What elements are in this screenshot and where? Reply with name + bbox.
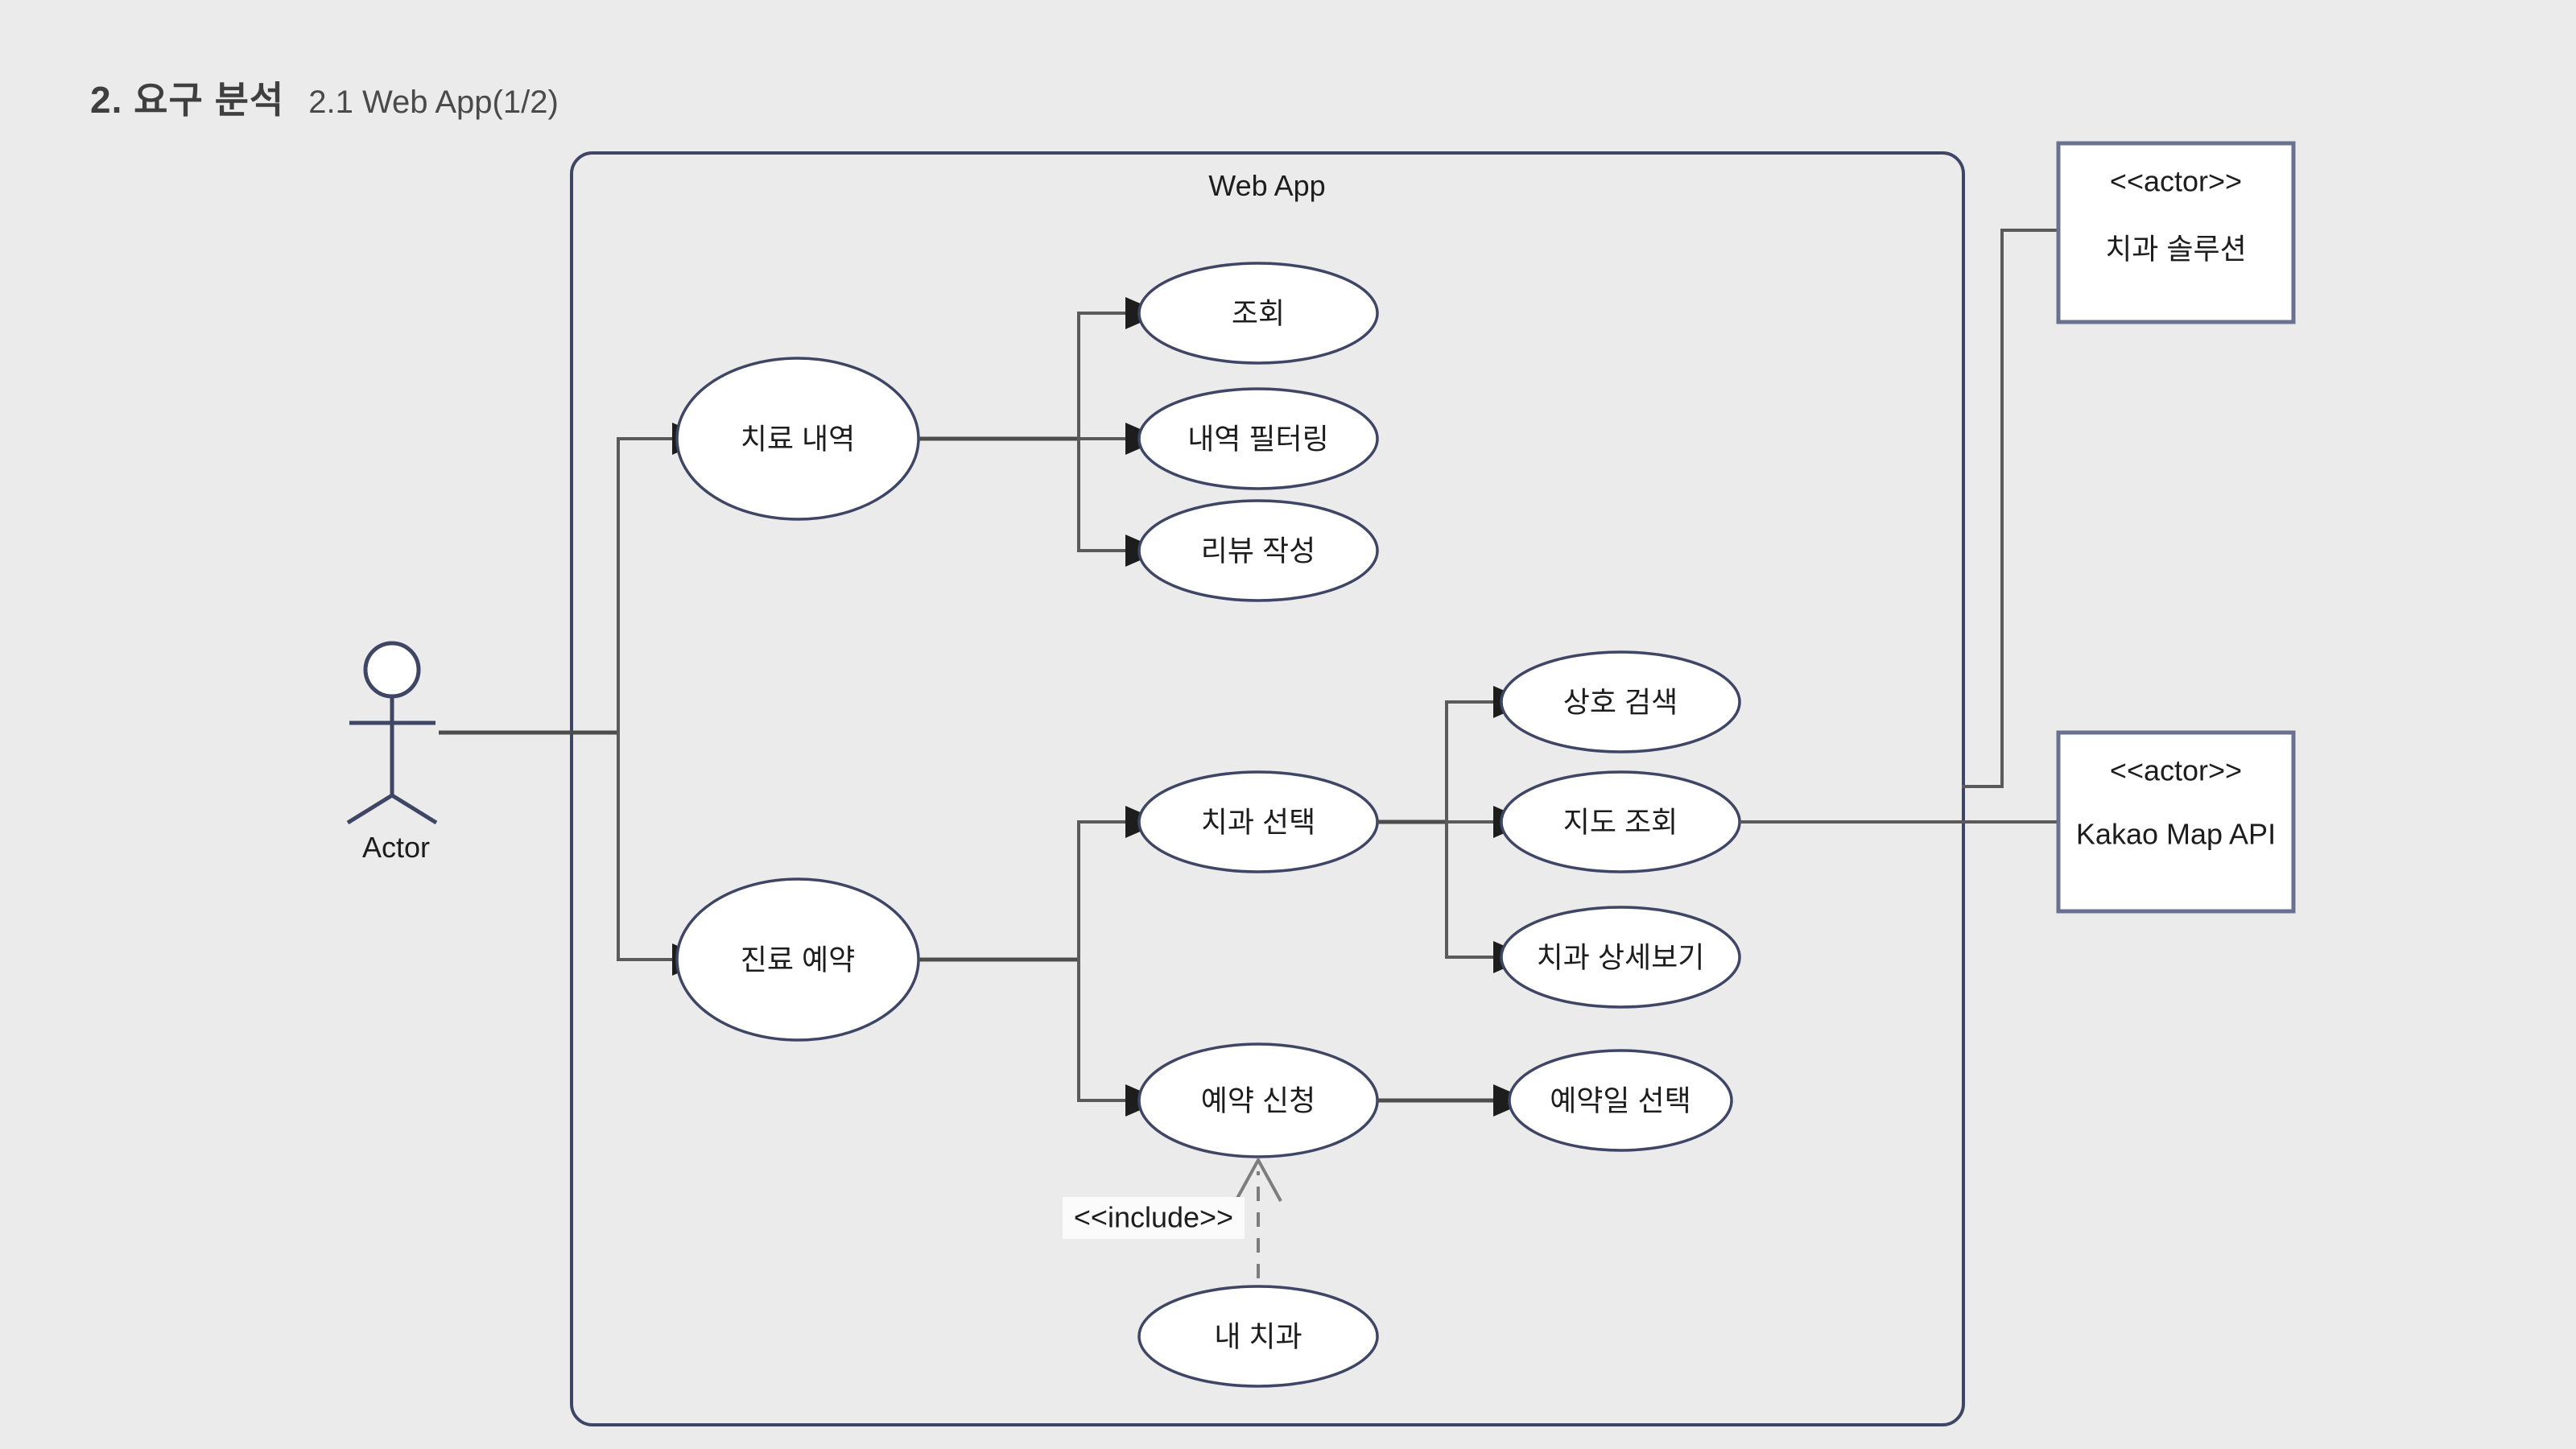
use-case-request-booking[interactable]: 예약 신청: [1137, 1042, 1379, 1158]
use-case-ellipse: [1137, 499, 1379, 602]
use-case-pick-date[interactable]: 예약일 선택: [1508, 1049, 1733, 1152]
use-case-label: 예약 신청: [1201, 1084, 1315, 1117]
link-booking-to-pick-date: [1377, 1084, 1530, 1117]
use-case-label: 내역 필터링: [1187, 423, 1329, 456]
section-title: 2. 요구 분석: [90, 79, 285, 121]
use-case-ellipse: [1500, 650, 1741, 753]
use-case-search-name[interactable]: 상호 검색: [1500, 650, 1741, 753]
link-to-search-name: [1445, 700, 1493, 822]
actor-caption: Actor: [362, 831, 430, 864]
actor-name: Kakao Map API: [2076, 818, 2276, 851]
external-actor-dental-solution[interactable]: <<actor>> 치과 솔루션: [2056, 141, 2296, 324]
use-case-treatment-history[interactable]: 치료 내역: [675, 357, 920, 521]
use-case-ellipse: [1500, 906, 1741, 1009]
system-boundary-title: Web App: [1208, 169, 1325, 202]
link-to-lookup: [1077, 312, 1125, 439]
include-label-background: [1063, 1197, 1245, 1239]
use-case-ellipse: [1137, 262, 1379, 365]
use-case-write-review[interactable]: 리뷰 작성: [1137, 499, 1379, 602]
include-open-arrowhead: [1234, 1156, 1282, 1202]
external-actor-kakao-map-api[interactable]: <<actor>> Kakao Map API: [2056, 730, 2296, 914]
link-actor-to-reservation: [617, 733, 672, 961]
system-boundary: [570, 151, 1965, 1426]
use-case-ellipse: [1137, 387, 1379, 490]
link-actor-to-treatment-history: [617, 437, 672, 733]
slide-heading: 2. 요구 분석 2.1 Web App(1/2): [90, 71, 559, 124]
use-case-label: 예약일 선택: [1550, 1084, 1691, 1117]
use-case-label: 치과 선택: [1201, 806, 1315, 839]
actor-head-icon: [363, 641, 421, 699]
treatment-history-branch-links: [919, 297, 1162, 567]
use-case-label: 치료 내역: [741, 423, 855, 456]
subsection-title: 2.1 Web App(1/2): [308, 85, 559, 120]
use-case-filter-history[interactable]: 내역 필터링: [1137, 387, 1379, 490]
link-to-request-booking: [1077, 960, 1125, 1102]
include-relationship: <<include>>: [1063, 1156, 1282, 1304]
use-case-label: 지도 조회: [1563, 806, 1678, 839]
actor-stereotype: <<actor>>: [2110, 165, 2242, 198]
include-label: <<include>>: [1074, 1201, 1233, 1234]
actor-leg-right-icon: [390, 793, 438, 825]
actor-box: [2056, 141, 2296, 324]
actor-association-links: [439, 423, 709, 976]
actor-stereotype: <<actor>>: [2110, 754, 2242, 787]
use-case-label: 치과 상세보기: [1537, 941, 1705, 974]
use-case-ellipse: [1508, 1049, 1733, 1152]
use-case-map-lookup[interactable]: 지도 조회: [1500, 770, 1741, 873]
use-case-label: 리뷰 작성: [1201, 535, 1315, 568]
use-case-label: 진료 예약: [741, 943, 855, 976]
link-dental-solution: [1962, 229, 2058, 788]
actor-box: [2056, 730, 2296, 914]
link-to-select-clinic: [1077, 820, 1125, 960]
dental-solution-connector: [1962, 229, 2058, 788]
use-case-my-clinic[interactable]: 내 치과: [1137, 1285, 1379, 1388]
use-case-label: 상호 검색: [1563, 686, 1678, 719]
use-case-reservation[interactable]: 진료 예약: [675, 877, 920, 1042]
actor-figure[interactable]: [346, 641, 438, 825]
actor-name: 치과 솔루션: [2105, 233, 2247, 266]
use-case-label: 조회: [1232, 297, 1285, 330]
reservation-branch-links: [919, 806, 1162, 1117]
use-case-ellipse: [1137, 1285, 1379, 1388]
use-case-lookup[interactable]: 조회: [1137, 262, 1379, 365]
link-to-write-review: [1077, 439, 1125, 552]
use-case-select-clinic[interactable]: 치과 선택: [1137, 770, 1379, 873]
link-to-clinic-detail: [1445, 822, 1493, 959]
actor-leg-left-icon: [346, 793, 394, 825]
use-case-label: 내 치과: [1214, 1320, 1302, 1353]
use-case-clinic-detail[interactable]: 치과 상세보기: [1500, 906, 1741, 1009]
